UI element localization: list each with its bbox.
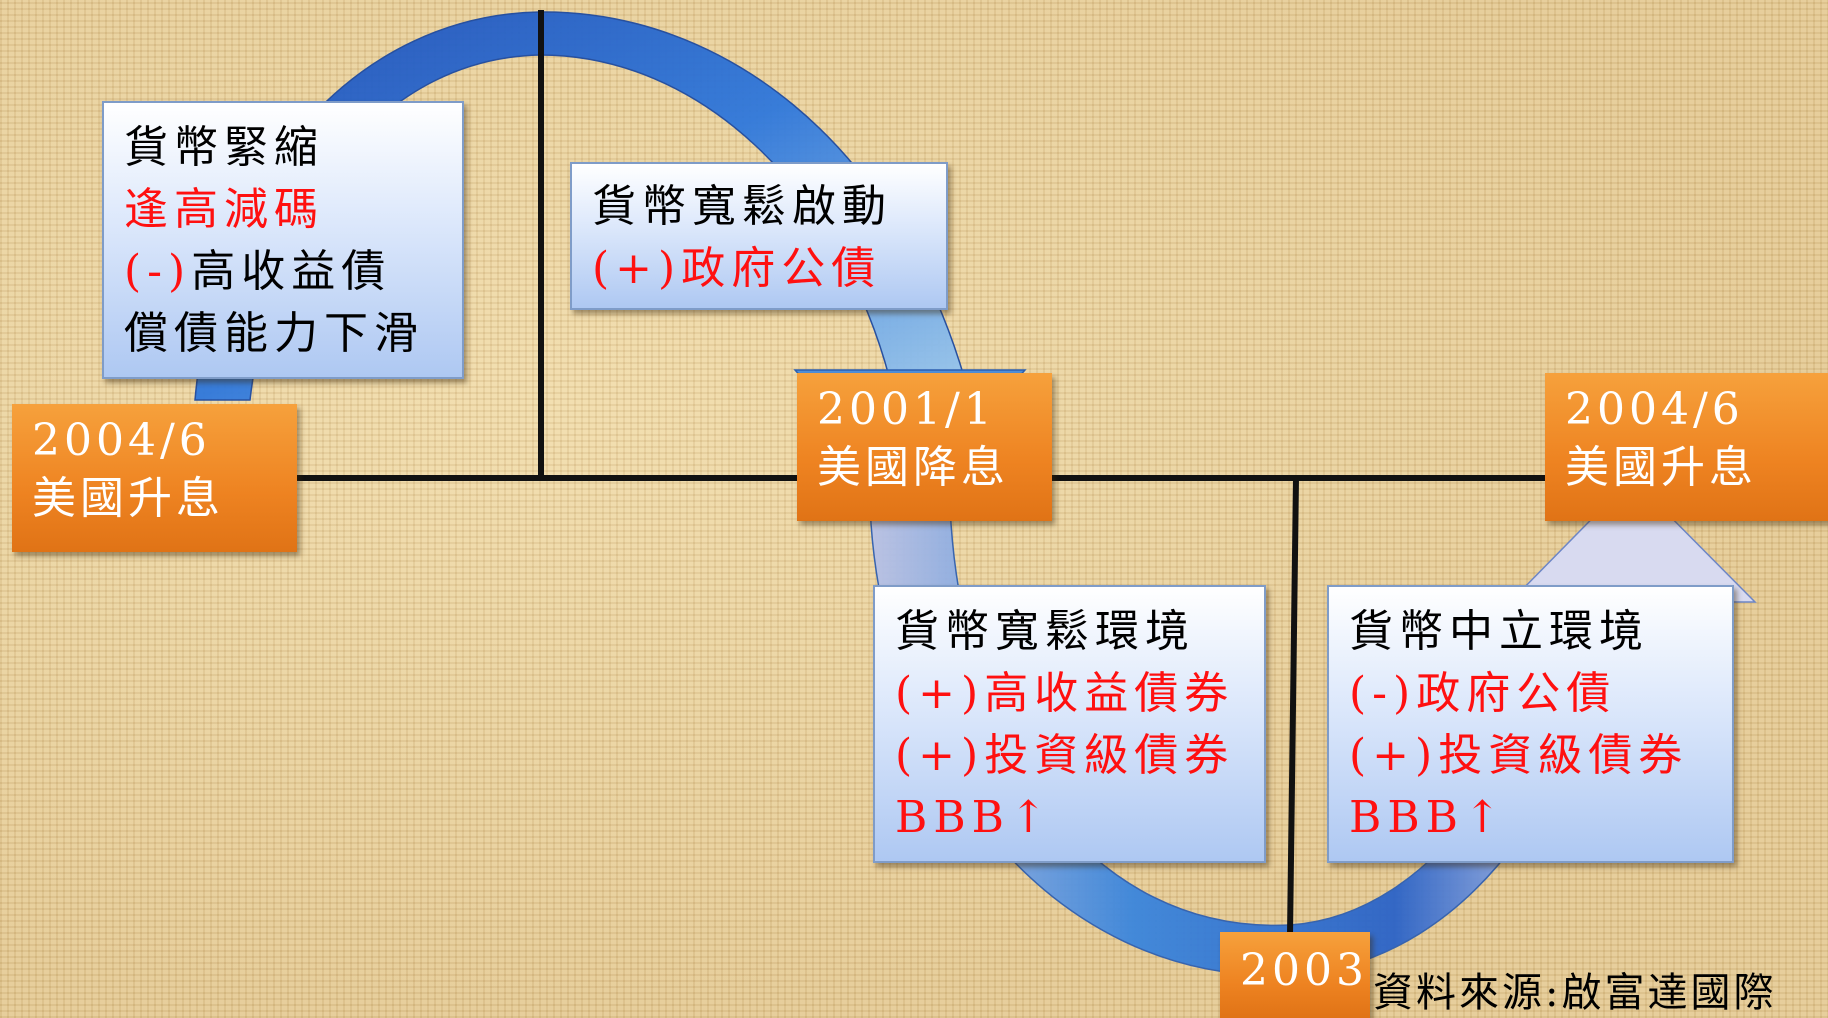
tag-rate-hike-right: 2004/6 美國升息 (1545, 373, 1828, 521)
tag-rate-hike-left: 2004/6 美國升息 (12, 404, 297, 552)
source-note: 資料來源:啟富達國際 (1373, 970, 1777, 1016)
box-neutral-env-line-4: BBB↑ (1349, 792, 1507, 843)
tag-rate-hike-left-event: 美國升息 (32, 473, 224, 524)
box-neutral-env-line-1: 貨幣中立環境 (1349, 606, 1649, 657)
tag-rate-cut-middle: 2001/1 美國降息 (797, 373, 1052, 521)
box-easing-env-line-3: (+)投資級債券 (895, 730, 1235, 781)
box-easing-env-line-2: (+)高收益債券 (895, 668, 1235, 719)
box-easing-start-line-1: 貨幣寬鬆啟動 (592, 181, 892, 232)
box-tightening-line-4: 償債能力下滑 (124, 308, 424, 359)
box-neutral-env-line-3: (+)投資級債券 (1349, 730, 1689, 781)
tag-trough-2003-date: 2003 (1240, 945, 1368, 996)
box-tightening: 貨幣緊縮 逢高減碼 (-)高收益債 償債能力下滑 (102, 101, 464, 379)
box-neutral-env-line-2: (-)政府公債 (1349, 668, 1617, 719)
tag-rate-hike-right-date: 2004/6 (1565, 384, 1744, 435)
box-easing-env-line-1: 貨幣寬鬆環境 (895, 606, 1195, 657)
box-easing-start-line-2: (+)政府公債 (592, 243, 882, 294)
tag-rate-cut-middle-event: 美國降息 (817, 442, 1009, 493)
tag-rate-hike-left-date: 2004/6 (32, 415, 211, 466)
box-easing-env: 貨幣寬鬆環境 (+)高收益債券 (+)投資級債券 BBB↑ (873, 585, 1266, 863)
box-tightening-line-3: (-)高收益債 (124, 241, 462, 303)
box-tightening-line-3-text: 高收益債 (191, 246, 392, 297)
trough-divider (1287, 477, 1299, 936)
tag-rate-cut-middle-date: 2001/1 (817, 384, 996, 435)
tag-rate-hike-right-event: 美國升息 (1565, 442, 1757, 493)
tag-trough-2003: 2003 (1220, 932, 1370, 1018)
box-tightening-line-3-prefix: (-) (124, 246, 192, 297)
box-tightening-line-1: 貨幣緊縮 (124, 122, 324, 173)
box-neutral-env: 貨幣中立環境 (-)政府公債 (+)投資級債券 BBB↑ (1327, 585, 1734, 863)
box-easing-env-line-4: BBB↑ (895, 792, 1053, 843)
box-tightening-line-2: 逢高減碼 (124, 184, 324, 235)
box-easing-start: 貨幣寬鬆啟動 (+)政府公債 (570, 162, 948, 310)
